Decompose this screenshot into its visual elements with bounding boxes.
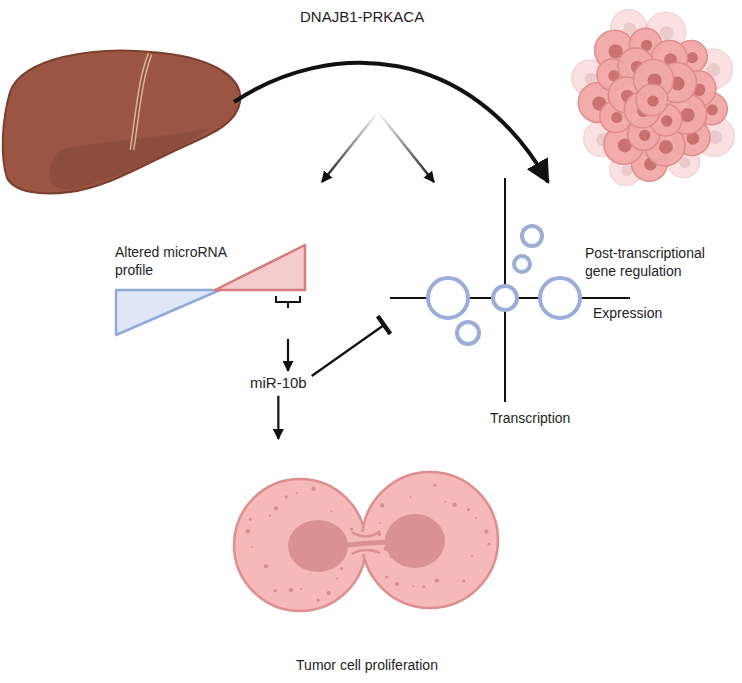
mirna-box: miR-10b (246, 372, 311, 395)
arrow-connector (277, 396, 279, 439)
profile-triangles (116, 245, 305, 335)
tumor-illustration (572, 10, 734, 186)
inhibition-connector (312, 325, 384, 376)
concept-box: Tumor cell proliferation (232, 440, 502, 680)
axis-label: Transcription (490, 410, 570, 427)
concept-box: Altered microRNA profile (112, 238, 312, 338)
node-label: miR-10b (250, 374, 307, 393)
node-label: Post-transcriptional gene regulation (585, 245, 733, 280)
dividing-cell (234, 472, 498, 611)
main-arrow (234, 63, 548, 182)
split-arrow (378, 112, 434, 182)
liver-illustration (3, 51, 241, 194)
scatter-plot (390, 178, 630, 402)
node-label: Tumor cell proliferation (296, 657, 438, 675)
concept-box: Post-transcriptional gene regulation (385, 170, 737, 432)
fusion-label: DNAJB1-PRKACA (300, 8, 424, 26)
arrow-connector (287, 339, 289, 371)
axis-label: Expression (593, 305, 662, 322)
node-label: Altered microRNA profile (115, 244, 250, 279)
split-arrow (322, 112, 378, 182)
